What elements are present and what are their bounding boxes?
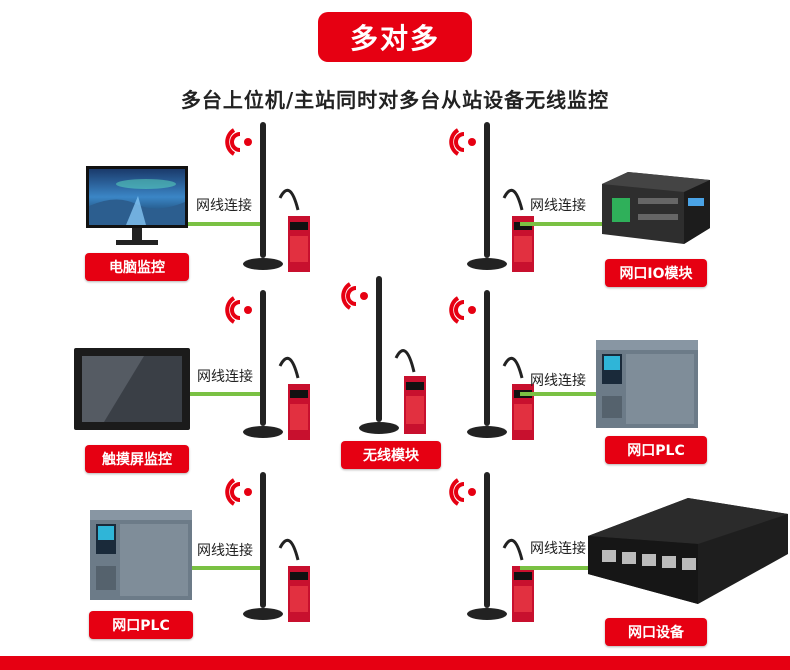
link-line-io bbox=[520, 222, 612, 226]
wireless-module-icon bbox=[341, 276, 426, 434]
wireless-module-icon bbox=[449, 472, 534, 622]
label-touchscreen: 触摸屏监控 bbox=[85, 445, 189, 473]
net-io-module-image bbox=[602, 172, 710, 244]
network-switch-image bbox=[588, 498, 788, 604]
link-line-net-device bbox=[520, 566, 610, 570]
page-title: 多对多 bbox=[318, 12, 472, 62]
net-plc-right-image bbox=[596, 340, 698, 428]
link-text-plc-right: 网线连接 bbox=[530, 373, 586, 389]
wireless-module-icon bbox=[225, 472, 310, 622]
link-text-touchscreen: 网线连接 bbox=[197, 369, 253, 385]
label-net-io: 网口IO模块 bbox=[605, 259, 707, 287]
link-line-pc bbox=[188, 222, 260, 226]
wireless-module-icon bbox=[225, 290, 310, 440]
wireless-module-icon bbox=[225, 122, 310, 272]
link-line-plc-right bbox=[520, 392, 600, 396]
link-text-io: 网线连接 bbox=[530, 198, 586, 214]
label-net-device: 网口设备 bbox=[605, 618, 707, 646]
page-subtitle: 多台上位机/主站同时对多台从站设备无线监控 bbox=[180, 88, 610, 112]
label-net-plc-left: 网口PLC bbox=[89, 611, 193, 639]
bottom-accent-bar bbox=[0, 656, 790, 670]
link-text-net-device: 网线连接 bbox=[530, 541, 586, 557]
link-line-touchscreen bbox=[190, 392, 260, 396]
link-text-plc-left: 网线连接 bbox=[197, 543, 253, 559]
touchscreen-image bbox=[74, 348, 190, 430]
pc-monitor-image bbox=[86, 166, 188, 245]
label-net-plc-right: 网口PLC bbox=[605, 436, 707, 464]
link-line-plc-left bbox=[192, 566, 260, 570]
label-pc-monitor: 电脑监控 bbox=[85, 253, 189, 281]
wireless-module-icon bbox=[449, 290, 534, 440]
net-plc-left-image bbox=[90, 510, 192, 600]
label-wireless: 无线模块 bbox=[341, 441, 441, 469]
wireless-module-icon bbox=[449, 122, 534, 272]
link-text-pc: 网线连接 bbox=[196, 198, 252, 214]
